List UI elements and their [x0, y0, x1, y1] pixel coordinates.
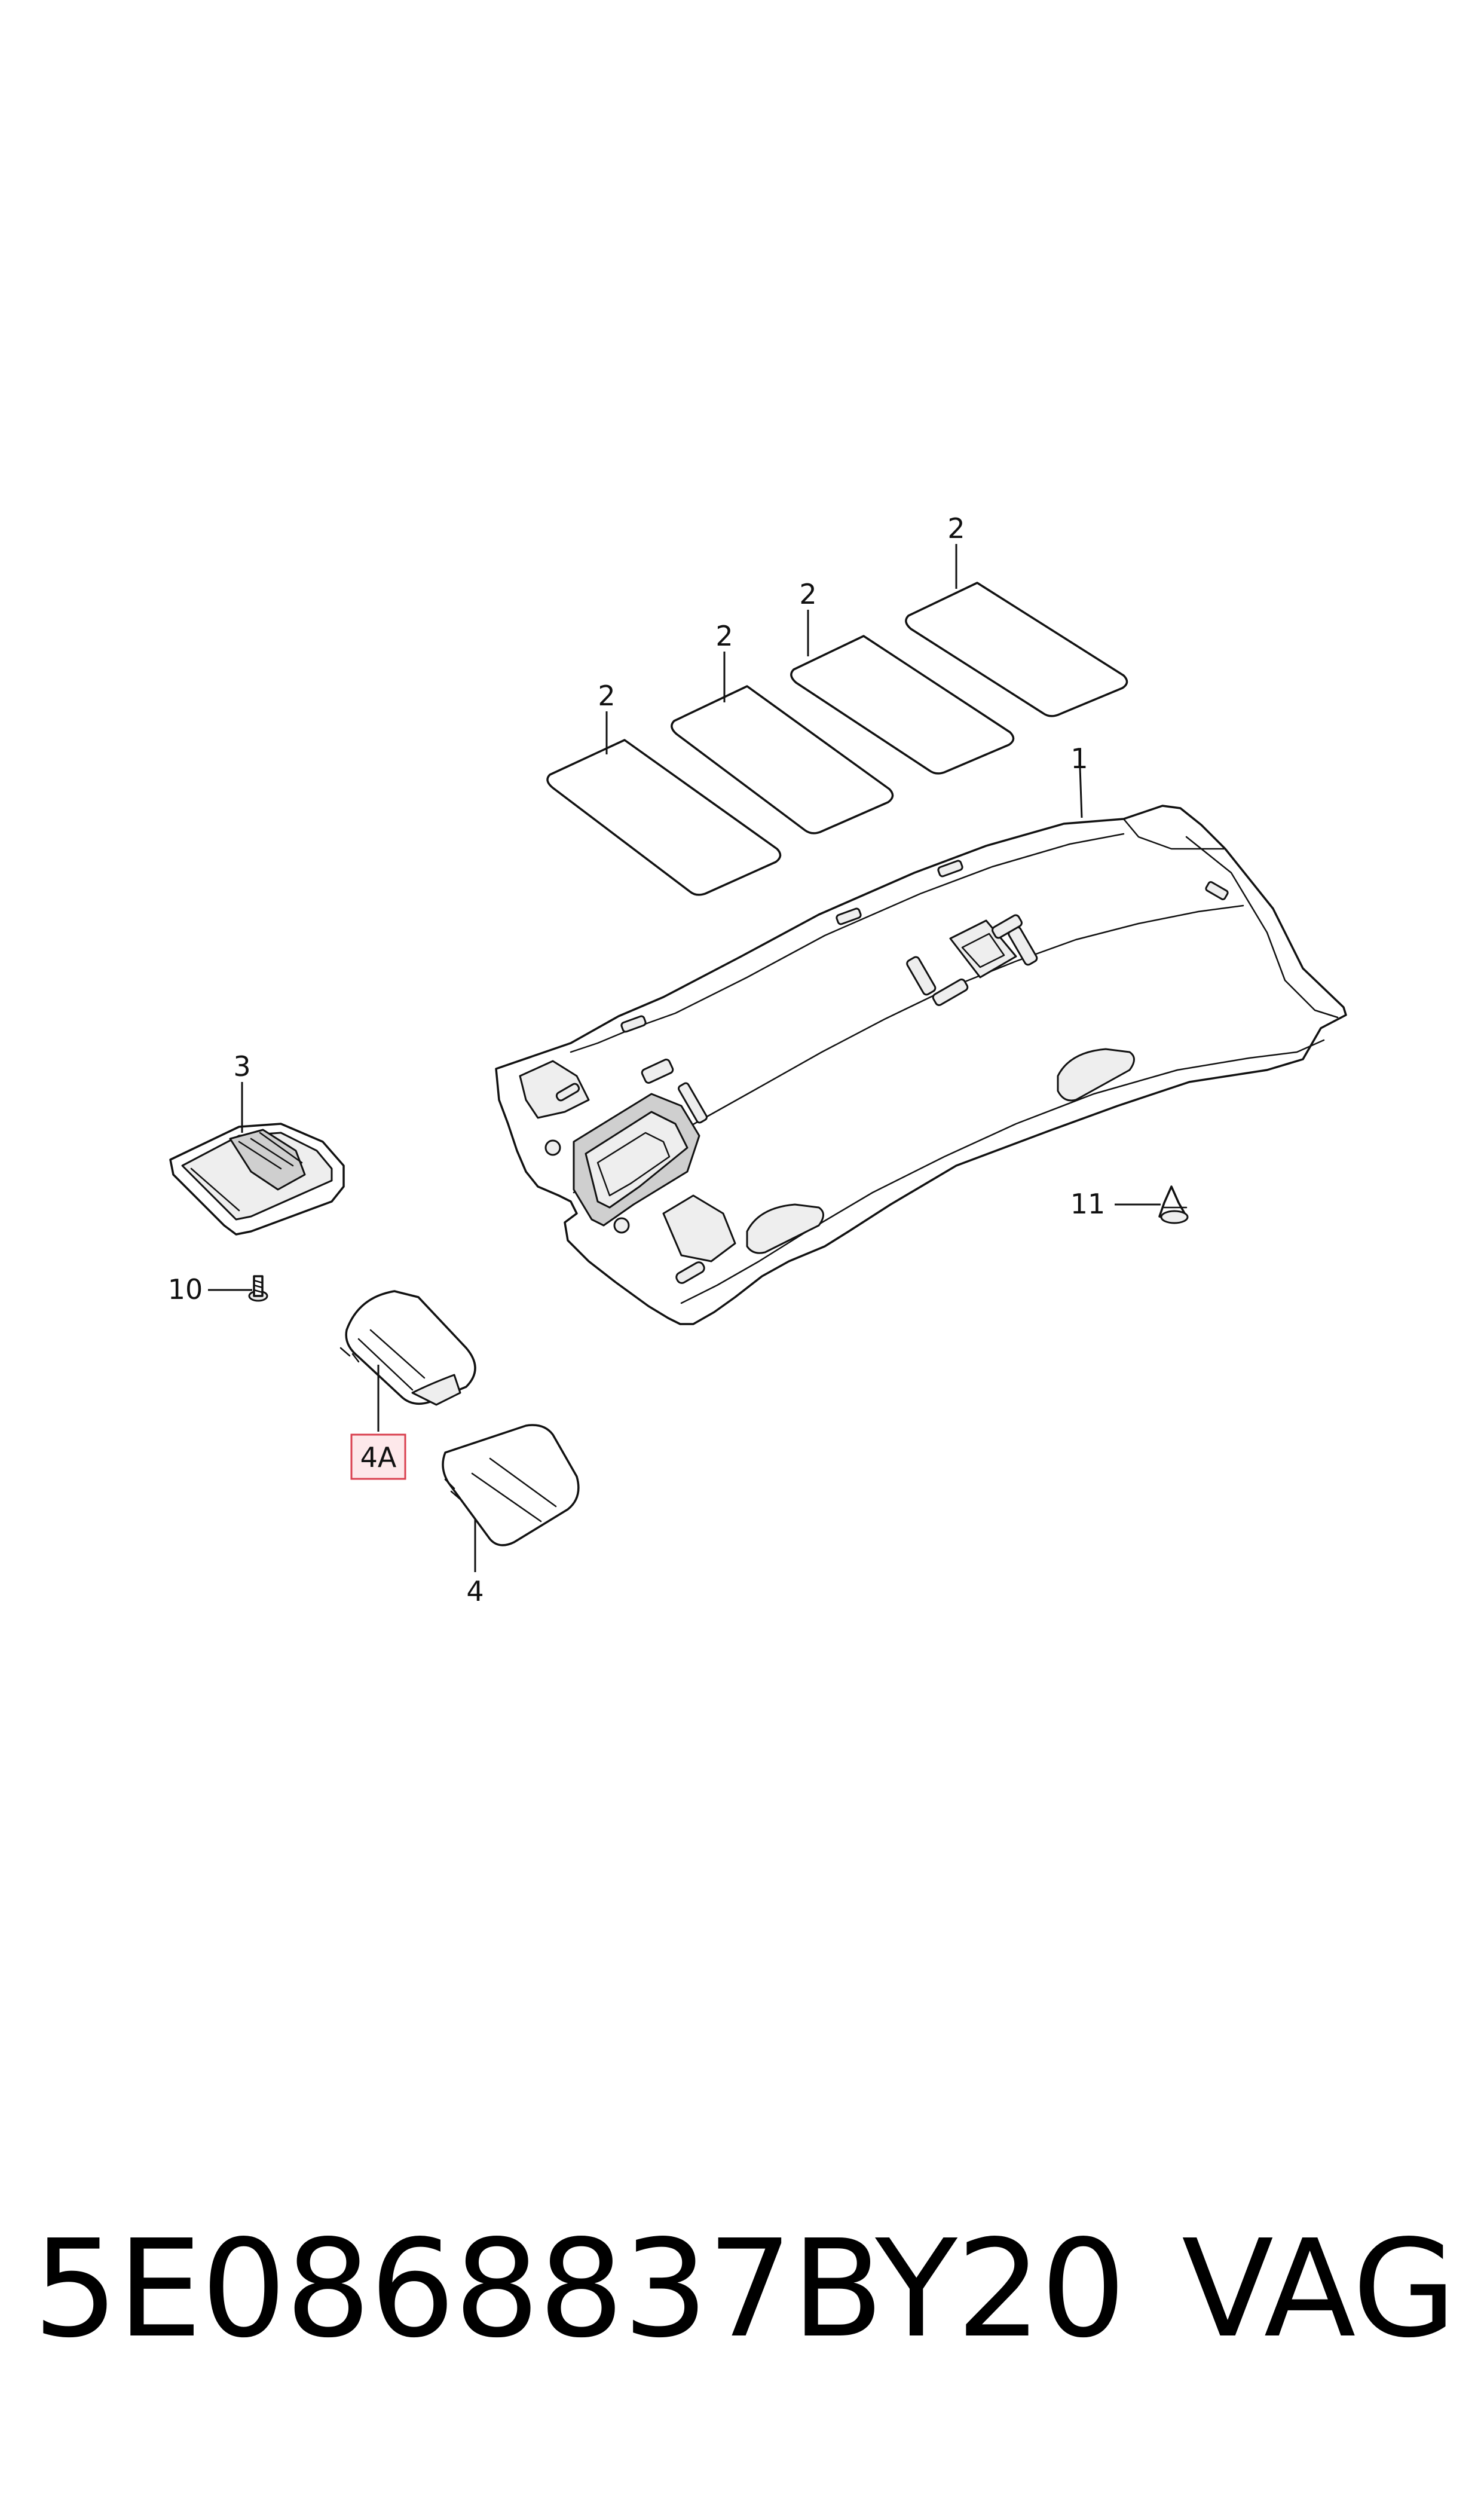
- callout-4: 4: [466, 1575, 484, 1607]
- leader-1: [1078, 750, 1083, 818]
- cover-4a: [339, 1290, 476, 1406]
- console-trim-3: [169, 1123, 345, 1236]
- headliner-panel: [495, 805, 1347, 1325]
- callout-10: 10: [168, 1273, 203, 1306]
- footer: 5E0868837BY20 VAG: [33, 2211, 1457, 2368]
- screw-10: [248, 1275, 268, 1302]
- part-number: 5E0868837BY20: [33, 2211, 1126, 2368]
- parts-diagram: 1 2 2 2 2 3 10 11 4 4A: [168, 512, 1347, 1607]
- sound-pad-1: [546, 739, 782, 896]
- callout-2b: 2: [715, 620, 733, 652]
- callout-1: 1: [1070, 742, 1088, 775]
- clip-11: [1158, 1185, 1189, 1224]
- brand-label: VAG: [1182, 2211, 1457, 2368]
- callout-11: 11: [1070, 1188, 1106, 1220]
- cover-4: [442, 1424, 580, 1546]
- callout-2c: 2: [799, 578, 816, 610]
- sound-pad-4: [905, 582, 1128, 717]
- sound-pad-2: [671, 685, 894, 834]
- sound-pad-3: [790, 635, 1015, 775]
- callout-4a-box: 4A: [350, 1433, 406, 1480]
- callout-3: 3: [233, 1050, 250, 1083]
- callout-2d: 2: [947, 512, 965, 545]
- callout-4a: 4A: [360, 1441, 397, 1473]
- callout-2a: 2: [598, 680, 615, 712]
